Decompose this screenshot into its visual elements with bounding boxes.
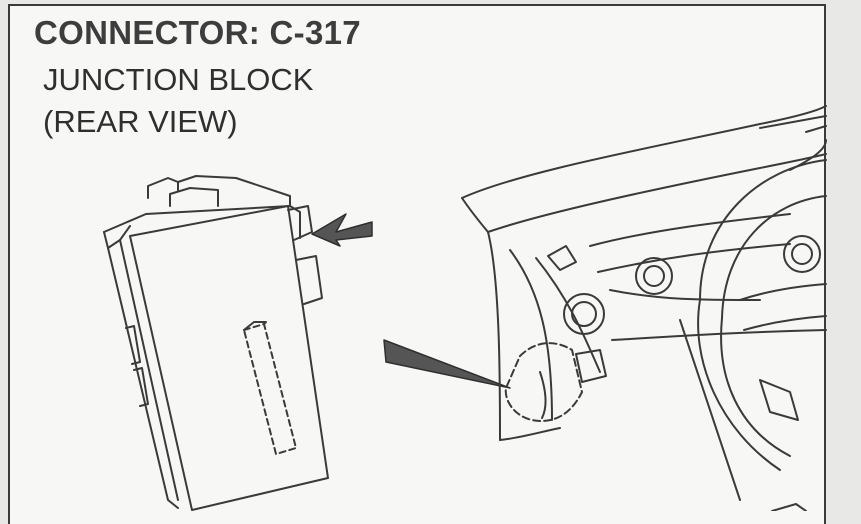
view-label: (REAR VIEW) — [43, 104, 238, 139]
location-pointer — [383, 339, 511, 389]
dashboard-illustration — [461, 105, 827, 501]
connector-arrow — [311, 213, 373, 247]
connector-title: CONNECTOR: C-317 — [34, 14, 361, 51]
connector-location-illustration — [103, 105, 827, 511]
component-name: JUNCTION BLOCK — [43, 62, 314, 97]
junction-block-illustration — [103, 175, 329, 511]
junction-block-location-marker — [504, 342, 583, 422]
